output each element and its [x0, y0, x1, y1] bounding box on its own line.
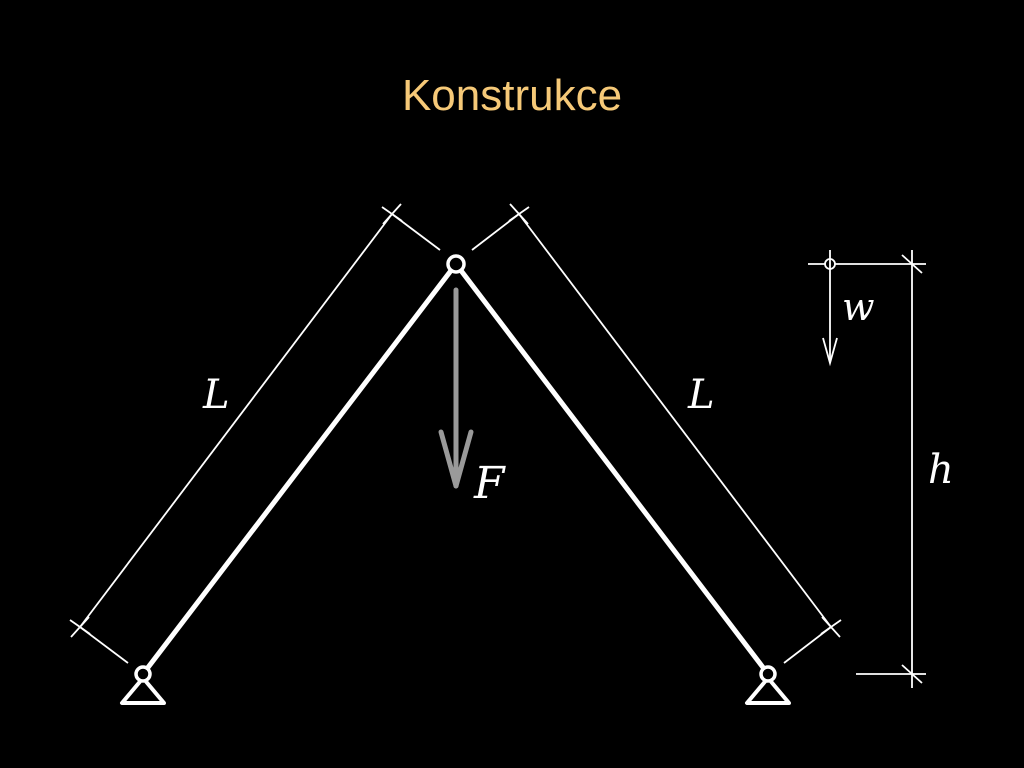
height-label: h — [928, 447, 954, 493]
right-member — [453, 261, 771, 677]
right-length-dimension — [471, 203, 842, 664]
right-length-label: L — [687, 372, 715, 418]
force-label: F — [473, 458, 506, 509]
right-support — [745, 665, 791, 705]
left-member — [140, 261, 459, 677]
right-pin-joint — [759, 665, 777, 683]
force-arrow — [438, 287, 474, 489]
left-support — [120, 665, 166, 705]
apex-pin-joint — [446, 254, 466, 274]
height-dimension — [856, 250, 926, 688]
deflection-label: w — [842, 285, 875, 329]
left-length-label: L — [202, 372, 230, 418]
left-pin-joint — [134, 665, 152, 683]
left-length-dimension — [69, 203, 441, 664]
deflection-indicator — [808, 250, 926, 367]
slide-title: Konstrukce — [401, 71, 623, 120]
